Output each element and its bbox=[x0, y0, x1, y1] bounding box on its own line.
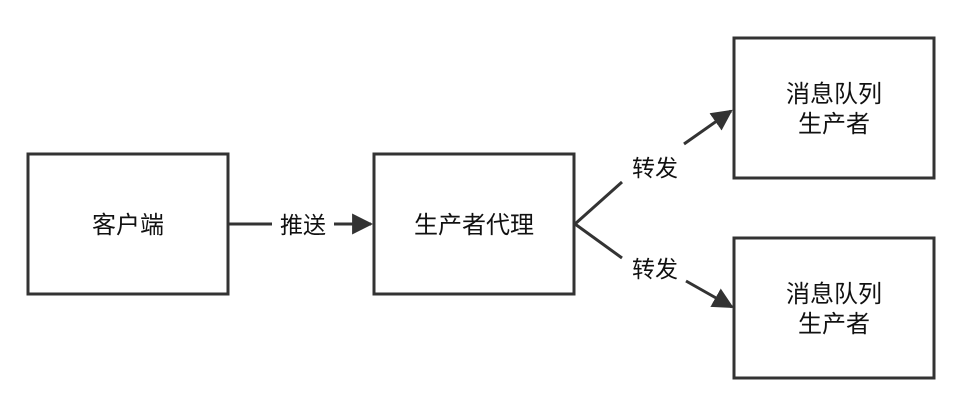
edge-line-forward-top bbox=[574, 180, 623, 226]
node-mq-bottom-box bbox=[732, 236, 936, 380]
node-mq-bottom-label-line1: 消息队列 bbox=[786, 280, 882, 308]
node-mq-top: 消息队列 生产者 bbox=[732, 36, 936, 180]
node-proxy: 生产者代理 bbox=[372, 152, 576, 296]
edge-label-forward-top: 转发 bbox=[632, 156, 678, 182]
node-mq-bottom: 消息队列 生产者 bbox=[732, 236, 936, 380]
node-proxy-box bbox=[372, 152, 576, 296]
edge-proxy-to-mq-bottom: 转发 bbox=[574, 222, 734, 309]
node-mq-top-label-line1: 消息队列 bbox=[786, 80, 882, 108]
node-client-box bbox=[26, 152, 230, 296]
node-mq-top-box bbox=[732, 36, 936, 180]
node-mq-bottom-label-line2: 生产者 bbox=[798, 310, 870, 338]
edge-arrow-forward-top bbox=[683, 109, 733, 146]
edge-proxy-to-mq-top: 转发 bbox=[574, 109, 733, 226]
edge-label-push: 推送 bbox=[280, 213, 326, 239]
node-client-label: 客户端 bbox=[92, 211, 164, 239]
node-client: 客户端 bbox=[26, 152, 230, 296]
node-proxy-label: 生产者代理 bbox=[414, 211, 534, 239]
edge-line-forward-bottom bbox=[574, 222, 623, 260]
edge-label-forward-bottom: 转发 bbox=[632, 257, 678, 283]
edge-client-to-proxy: 推送 bbox=[229, 213, 374, 239]
node-mq-top-label-line2: 生产者 bbox=[798, 110, 870, 138]
edge-arrow-forward-bottom bbox=[685, 279, 734, 309]
